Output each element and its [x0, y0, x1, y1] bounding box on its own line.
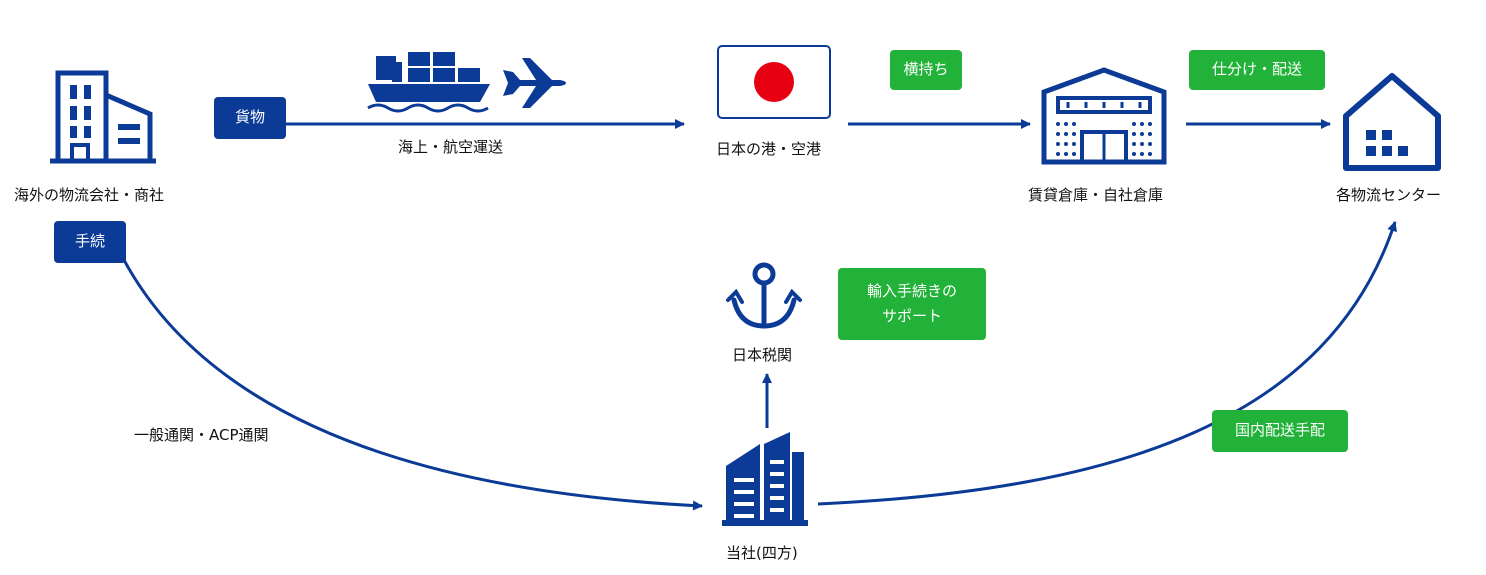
label-customs: 日本税関	[732, 346, 793, 364]
label-overseas-company: 海外の物流会社・商社	[14, 186, 165, 204]
label-japan-port: 日本の港・空港	[716, 140, 822, 158]
badge-import-support-line1: 輸入手続きの	[866, 281, 957, 300]
container-ship-icon	[367, 52, 490, 113]
label-transport: 海上・航空運送	[398, 138, 504, 156]
warehouse-dots-icon	[1056, 122, 1152, 156]
warehouse-icon	[1041, 67, 1167, 165]
badge-import-support-line2: サポート	[881, 307, 942, 325]
label-warehouse: 賃貸倉庫・自社倉庫	[1028, 186, 1164, 204]
badge-sorting-delivery: 仕分け・配送	[1189, 50, 1325, 90]
curve-procedure-to-company	[122, 259, 703, 511]
badge-procedure: 手続	[54, 221, 126, 263]
house-icon	[1343, 73, 1441, 171]
badge-domestic-delivery: 国内配送手配	[1212, 410, 1348, 452]
badge-import-support: 輸入手続きの サポート	[838, 268, 986, 340]
label-company: 当社(四方)	[726, 544, 798, 562]
badge-yokomochi: 横持ち	[890, 50, 962, 90]
label-logistics-center: 各物流センター	[1336, 186, 1442, 204]
japan-flag-icon	[717, 45, 831, 119]
anchor-icon	[726, 262, 802, 329]
office-window-icon	[70, 85, 140, 144]
label-customs-clearance: 一般通関・ACP通関	[134, 426, 269, 444]
office-building-icon	[50, 70, 156, 164]
badge-cargo: 貨物	[214, 97, 286, 139]
curve-company-to-center	[817, 221, 1397, 506]
company-window-icon	[734, 460, 784, 518]
airplane-icon	[503, 58, 566, 108]
